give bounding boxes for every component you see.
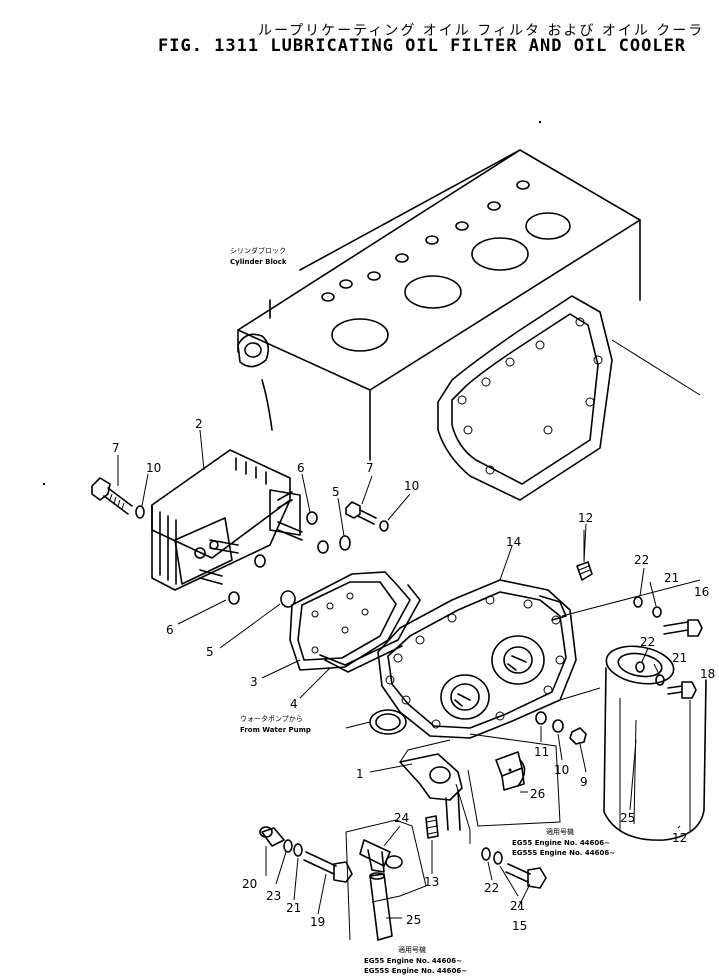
callout: 26 — [530, 787, 545, 801]
scan-dot — [538, 120, 542, 124]
o-ring-6-lower — [228, 591, 240, 605]
callout: 9 — [580, 775, 588, 789]
applicability-note-upper: 適用号機 EG55 Engine No. 44606~ EG55S Engine… — [512, 827, 615, 857]
callout: 23 — [266, 889, 281, 903]
bolt-7-drawing — [345, 501, 389, 532]
cylinder-block-label: Cylinder Block — [230, 258, 287, 266]
oil-cooler-drawing — [151, 449, 303, 591]
callout: 3 — [250, 675, 258, 689]
callout: 1 — [356, 767, 364, 781]
callout: 4 — [290, 697, 298, 711]
washer-10-lower — [552, 719, 564, 733]
figure-title: FIG. 1311 LUBRICATING OIL FILTER AND OIL… — [158, 36, 687, 56]
note-line: EG55S Engine No. 44606~ — [512, 849, 615, 857]
bolt-18-drawing — [667, 681, 697, 699]
bolt-8-drawing — [91, 477, 145, 519]
leader-lines — [117, 429, 681, 919]
cylinder-block-drawing — [237, 149, 701, 501]
water-pump-label: From Water Pump — [240, 726, 311, 734]
nut-9 — [569, 727, 587, 745]
o-ring-cooler — [254, 554, 266, 568]
note-line: EG55 Engine No. 44606~ — [364, 957, 462, 965]
callout: 5 — [206, 645, 214, 659]
washer-21-bottom — [293, 843, 303, 857]
callout: 6 — [166, 623, 174, 637]
callout: 6 — [297, 461, 305, 475]
callout: 22 — [484, 881, 499, 895]
gasket-3-drawing — [289, 571, 421, 673]
callout: 22 — [634, 553, 649, 567]
plug-13-drawing — [425, 815, 439, 839]
callout: 21 — [672, 651, 687, 665]
filter-housing-drawing — [345, 579, 701, 739]
water-pump-label-jp: ウォータポンプから — [240, 714, 303, 723]
callout: 18 — [700, 667, 715, 681]
callout: 21 — [510, 899, 525, 913]
o-ring-5-upper — [339, 535, 351, 551]
washer-21-lower — [493, 851, 503, 865]
callout: 25 — [406, 913, 421, 927]
pipe-24-drawing — [369, 872, 393, 941]
washer-22-upper — [633, 596, 643, 608]
bolt-16-drawing — [663, 619, 703, 637]
elbow-23-drawing — [359, 839, 403, 873]
callout: 22 — [640, 635, 655, 649]
applicability-note-lower: 適用号機 EG55 Engine No. 44606~ EG55S Engine… — [364, 945, 467, 975]
figure-title-japanese: ループリケーティング オイル フィルタ および オイル クーラ — [258, 23, 705, 39]
note-header: 適用号機 — [398, 945, 426, 954]
callout: 12 — [672, 831, 687, 845]
washer-22-lower — [481, 847, 491, 861]
callout: 24 — [394, 811, 409, 825]
callout: 10 — [404, 479, 419, 493]
bolt-19-drawing — [303, 851, 353, 883]
callout: 2 — [195, 417, 203, 431]
callout: 19 — [310, 915, 325, 929]
washer-21-upper — [652, 606, 662, 618]
o-ring-5-lower — [280, 590, 296, 608]
note-line: EG55 Engine No. 44606~ — [512, 839, 610, 847]
callout-numbers: 2 7 10 6 5 7 10 6 5 3 4 14 12 22 21 16 2… — [112, 417, 715, 933]
note-header: 適用号機 — [546, 827, 574, 836]
callout: 12 — [578, 511, 593, 525]
o-ring-upper — [317, 540, 329, 554]
oil-filter-drawing — [603, 645, 707, 841]
callout: 25 — [620, 811, 635, 825]
washer-11 — [535, 711, 547, 725]
callout: 20 — [242, 877, 257, 891]
sender-25-drawing — [467, 733, 561, 827]
callout: 10 — [146, 461, 161, 475]
note-line: EG55S Engine No. 44606~ — [364, 967, 467, 975]
callout: 11 — [534, 745, 549, 759]
callout: 10 — [554, 763, 569, 777]
callout: 21 — [286, 901, 301, 915]
callout: 7 — [366, 461, 374, 475]
adapter-1-drawing — [399, 739, 471, 844]
scan-dot — [42, 482, 46, 486]
callout: 15 — [512, 919, 527, 933]
sleeve-20-drawing — [259, 826, 285, 847]
washer-22-bottom — [283, 839, 293, 853]
callout: 14 — [506, 535, 521, 549]
callout: 13 — [424, 875, 439, 889]
cylinder-block-label-jp: シリンダブロック — [230, 246, 286, 255]
washer-22-middle — [635, 661, 645, 673]
callout: 16 — [694, 585, 709, 599]
bolt-17-drawing — [505, 863, 547, 889]
callout: 5 — [332, 485, 340, 499]
o-ring-6-upper — [306, 511, 318, 525]
callout: 21 — [664, 571, 679, 585]
callout: 7 — [112, 441, 120, 455]
